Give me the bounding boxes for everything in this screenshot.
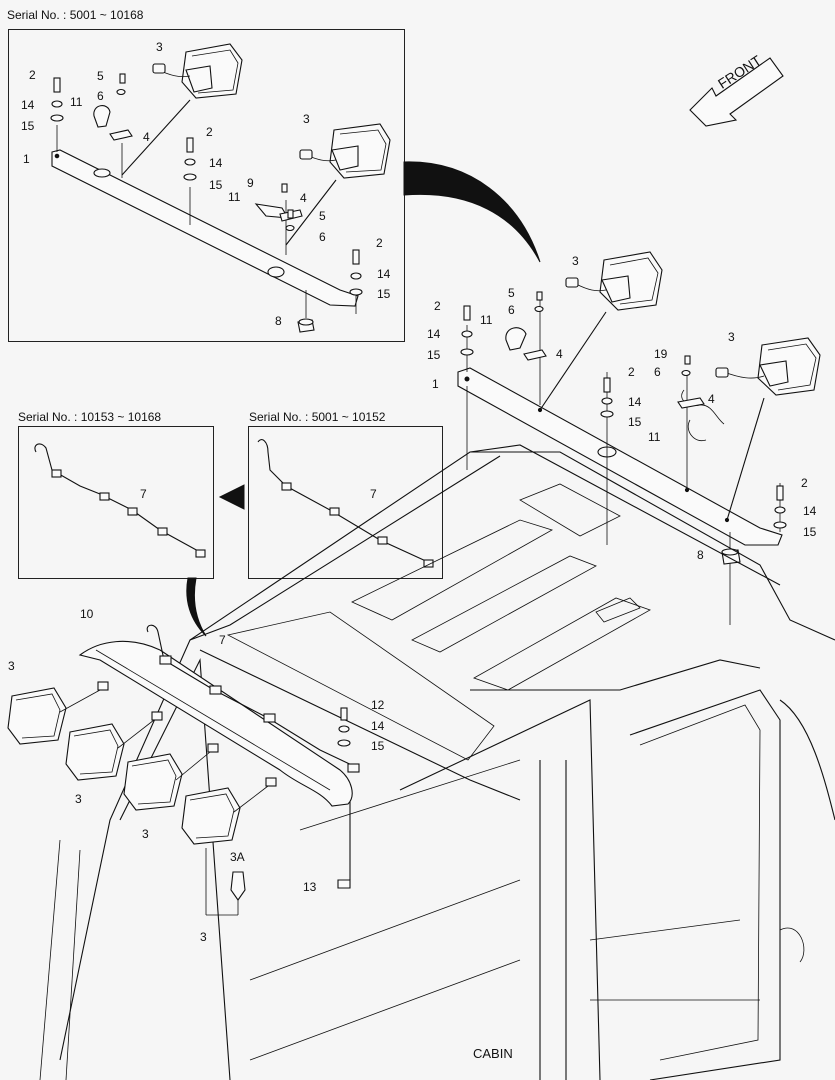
callout-7: 7 bbox=[140, 487, 147, 501]
callout-3: 3 bbox=[8, 659, 15, 673]
front-arrow-shape bbox=[689, 57, 784, 127]
callout-3: 3 bbox=[572, 254, 579, 268]
callout-5: 5 bbox=[508, 286, 515, 300]
callout-3: 3 bbox=[728, 330, 735, 344]
callout-2: 2 bbox=[376, 236, 383, 250]
callout-8: 8 bbox=[697, 548, 704, 562]
callout-10: 9 bbox=[247, 176, 254, 190]
light-bar bbox=[7, 624, 360, 916]
callout-5: 5 bbox=[319, 209, 326, 223]
inset-bracket bbox=[50, 43, 391, 333]
callout-14: 14 bbox=[628, 395, 642, 409]
callout-3: 3 bbox=[142, 827, 149, 841]
callout-3a: 3A bbox=[230, 850, 245, 864]
callout-3: 3 bbox=[303, 112, 310, 126]
callout-3: 3 bbox=[200, 930, 207, 944]
callout-14: 14 bbox=[377, 267, 391, 281]
callout-11: 11 bbox=[480, 313, 493, 327]
callout-7: 7 bbox=[219, 633, 226, 647]
callout-3: 3 bbox=[156, 40, 163, 54]
callout-14: 14 bbox=[371, 719, 385, 733]
callout-15: 15 bbox=[628, 415, 642, 429]
callout-2: 2 bbox=[801, 476, 808, 490]
serial-label-main: Serial No. : 5001 ~ 10168 bbox=[7, 8, 144, 22]
callout-1: 1 bbox=[432, 377, 439, 391]
callout-11: 11 bbox=[228, 190, 241, 204]
callout-15: 15 bbox=[427, 348, 441, 362]
callout-15: 15 bbox=[377, 287, 391, 301]
callout-14: 14 bbox=[803, 504, 817, 518]
callout-15: 15 bbox=[803, 525, 817, 539]
callout-3: 3 bbox=[75, 792, 82, 806]
callout-2: 2 bbox=[206, 125, 213, 139]
callout-6: 6 bbox=[508, 303, 515, 317]
callout-15: 15 bbox=[21, 119, 35, 133]
cabin-label: CABIN bbox=[473, 1046, 513, 1061]
callout-15: 15 bbox=[209, 178, 223, 192]
callout-1: 1 bbox=[23, 152, 30, 166]
callout-6: 6 bbox=[654, 365, 661, 379]
callout-4: 4 bbox=[300, 191, 307, 205]
callout-9: 10 bbox=[80, 607, 94, 621]
callout-11: 11 bbox=[648, 430, 661, 444]
callout-2: 2 bbox=[434, 299, 441, 313]
callout-19: 19 bbox=[654, 347, 668, 361]
callout-2: 2 bbox=[29, 68, 36, 82]
callout-14: 14 bbox=[209, 156, 223, 170]
callout-11: 11 bbox=[70, 95, 83, 109]
harness-a-shape bbox=[34, 443, 206, 558]
serial-label-a: Serial No. : 10153 ~ 10168 bbox=[18, 410, 162, 424]
callout-2: 2 bbox=[628, 365, 635, 379]
callout-6: 6 bbox=[319, 230, 326, 244]
callout-14: 14 bbox=[427, 327, 441, 341]
callout-14: 14 bbox=[21, 98, 35, 112]
callout-12: 12 bbox=[371, 698, 385, 712]
serial-label-b: Serial No. : 5001 ~ 10152 bbox=[249, 410, 386, 424]
main-bracket bbox=[457, 251, 821, 625]
callout-4: 4 bbox=[708, 392, 715, 406]
callout-8: 8 bbox=[275, 314, 282, 328]
harness-b-shape bbox=[257, 439, 434, 568]
callout-15: 15 bbox=[371, 739, 385, 753]
callout-7: 7 bbox=[370, 487, 377, 501]
callout-5: 5 bbox=[97, 69, 104, 83]
callout-6: 6 bbox=[97, 89, 104, 103]
callout-4: 4 bbox=[143, 130, 150, 144]
callout-4: 4 bbox=[556, 347, 563, 361]
callout-13: 13 bbox=[303, 880, 317, 894]
